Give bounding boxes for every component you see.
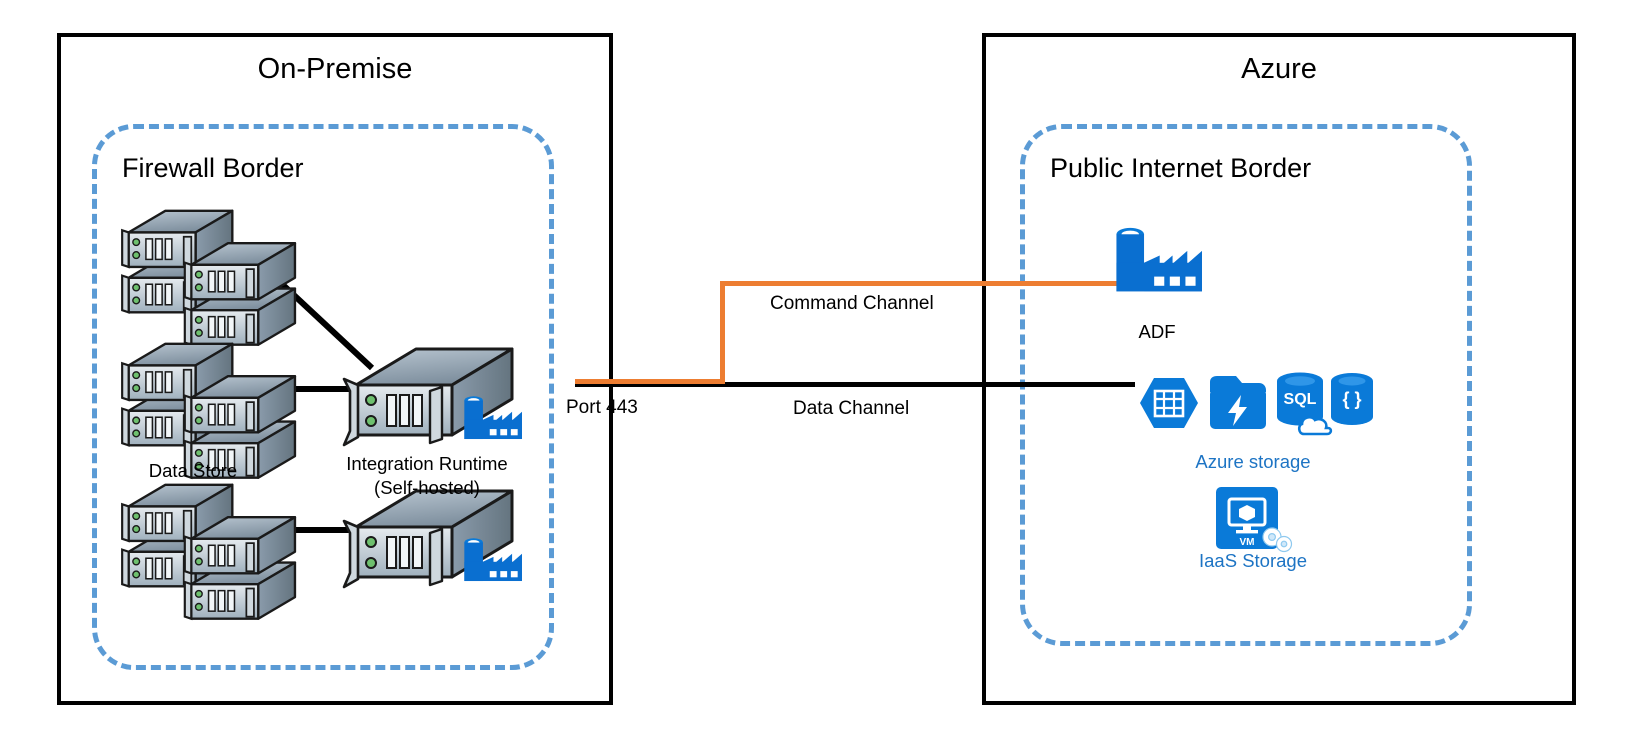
iaas-storage-label: IaaS Storage [1199, 550, 1307, 571]
zone-on-premise-title: On-Premise [257, 53, 413, 85]
port-443-label: Port 443 [566, 397, 638, 418]
command-channel-label: Command Channel [770, 293, 934, 314]
firewall-border-label: Firewall Border [122, 153, 304, 183]
command-channel-line-riser [720, 281, 725, 384]
data-channel-label: Data Channel [793, 398, 910, 419]
data-store-label: Data Store [148, 460, 238, 481]
data-channel-line [575, 382, 1135, 387]
zone-on-premise [57, 33, 613, 705]
adf-label: ADF [1138, 321, 1176, 342]
firewall-border-region [92, 124, 554, 670]
integration-runtime-label-line1: Integration Runtime [346, 453, 508, 474]
zone-azure [982, 33, 1576, 705]
zone-azure-title: Azure [1241, 53, 1317, 85]
integration-runtime-label-line2: (Self-hosted) [374, 477, 480, 498]
azure-storage-label: Azure storage [1195, 451, 1311, 472]
command-channel-line-upper [720, 281, 1120, 286]
command-channel-line-lower [575, 379, 725, 384]
public-internet-border-label: Public Internet Border [1050, 153, 1312, 183]
